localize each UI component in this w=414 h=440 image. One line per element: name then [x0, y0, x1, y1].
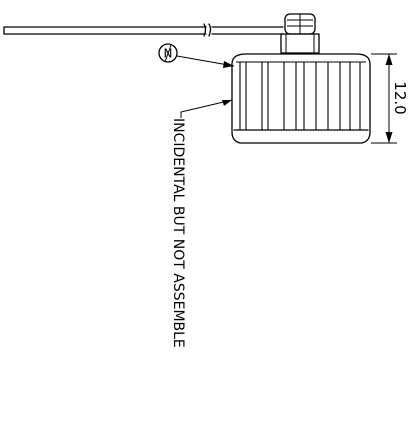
note-arrow-icon — [222, 100, 232, 106]
balloon-callout: N — [158, 43, 235, 68]
dimension-arrow-bottom-icon — [385, 132, 393, 143]
cap-neck — [280, 33, 320, 54]
knurled-cap — [231, 53, 371, 144]
tether-strap — [3, 23, 284, 37]
dimension-value: 12.0 — [391, 81, 409, 114]
screw-head — [284, 13, 316, 35]
height-dimension: 12.0 — [371, 53, 409, 144]
note-leader — [180, 99, 233, 118]
leader-arrow-icon — [223, 61, 234, 68]
dimension-arrow-top-icon — [385, 54, 393, 65]
note-text: INCIDENTAL BUT NOT ASSEMBLE — [170, 118, 186, 348]
